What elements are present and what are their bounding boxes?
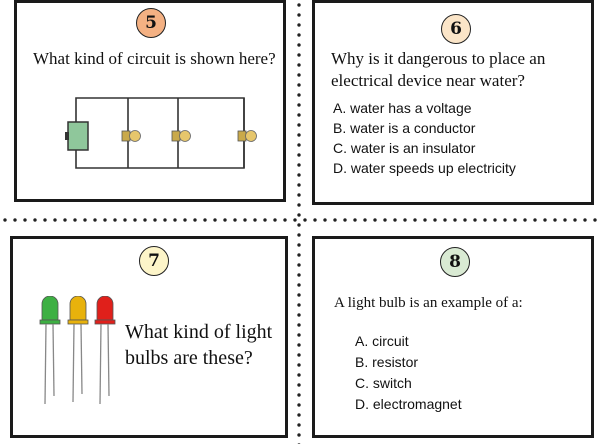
card-number-badge: 5: [136, 8, 166, 38]
question-text: What kind of light bulbs are these?: [125, 319, 285, 371]
question-line: What kind of light: [125, 321, 273, 343]
answer-option: D. water speeds up electricity: [333, 160, 516, 176]
answer-option: C. water is an insulator: [333, 140, 476, 156]
question-card-5: 5 What kind of circuit is shown here?: [14, 0, 286, 202]
question-text: What kind of circuit is shown here?: [33, 49, 276, 68]
card-number: 7: [148, 251, 160, 271]
card-number: 6: [450, 19, 462, 39]
cut-line-vertical: [297, 0, 301, 444]
answer-option: B. water is a conductor: [333, 120, 476, 136]
led-icon: [39, 296, 61, 405]
answer-options: A. circuit B. resistor C. switch D. elec…: [355, 331, 462, 415]
question-line: bulbs are these?: [125, 347, 253, 369]
led-icon: [67, 296, 89, 403]
card-number-badge: 7: [139, 246, 169, 276]
answer-option: C. switch: [355, 375, 412, 391]
bulb-icon: [171, 130, 191, 142]
answer-option: B. resistor: [355, 354, 419, 370]
answer-option: A. water has a voltage: [333, 100, 472, 116]
parallel-circuit-diagram: [65, 97, 257, 169]
answer-options: A. water has a voltage B. water is a con…: [333, 98, 516, 178]
battery-icon: [65, 121, 89, 151]
card-number: 8: [449, 252, 461, 272]
led-illustration: [39, 296, 116, 405]
question-card-7: 7 What kind of light bulbs are these?: [10, 236, 288, 438]
led-icon: [94, 296, 116, 405]
answer-option: A. circuit: [355, 333, 409, 349]
answer-option: D. electromagnet: [355, 396, 462, 412]
bulb-icon: [121, 130, 141, 142]
question-text: A light bulb is an example of a:: [334, 295, 523, 311]
card-number: 5: [145, 13, 157, 33]
question-card-6: 6 Why is it dangerous to place an electr…: [312, 0, 594, 205]
question-text: Why is it dangerous to place an electric…: [331, 49, 546, 90]
card-number-badge: 6: [441, 14, 471, 44]
question-card-8: 8 A light bulb is an example of a: A. ci…: [312, 236, 594, 438]
bulb-icon: [237, 130, 257, 142]
card-number-badge: 8: [440, 247, 470, 277]
